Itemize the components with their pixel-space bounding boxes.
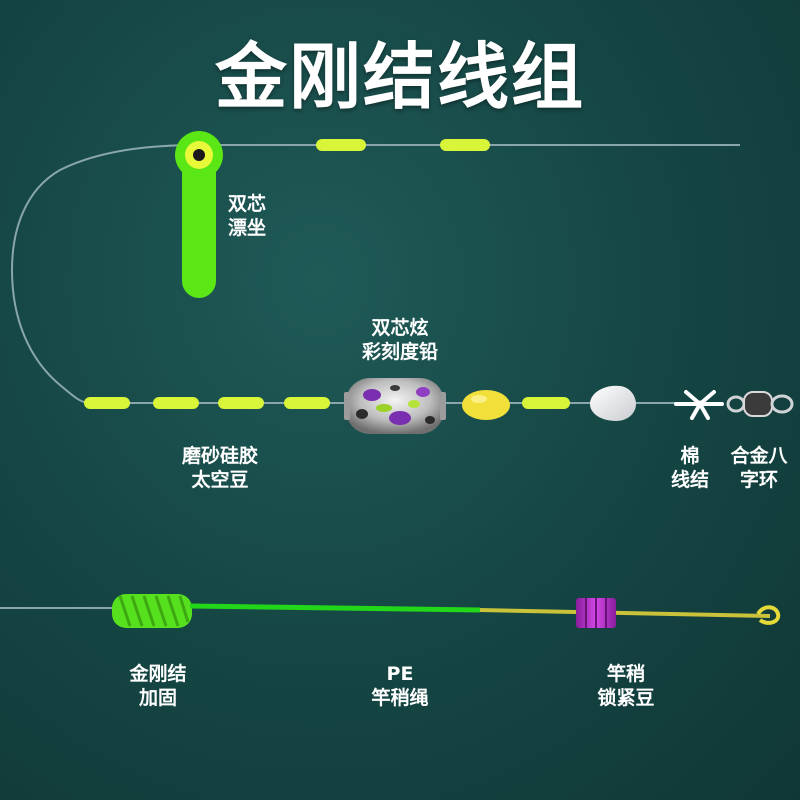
pe-rope-label-line1: PE (386, 663, 414, 685)
space-bean-label-line2: 太空豆 (191, 469, 249, 491)
lock-bean-label-line1: 竿稍 (606, 663, 645, 685)
page-title: 金刚结线组 (214, 35, 585, 119)
king-knot (112, 594, 192, 628)
swivel (726, 391, 794, 417)
space-bean (284, 397, 330, 409)
sinker (344, 378, 446, 434)
connector-clip (674, 390, 724, 420)
float-seat-label-line2: 漂坐 (228, 217, 267, 239)
space-bean (84, 397, 130, 409)
space-bean (153, 397, 199, 409)
float-seat-label-line1: 双芯 (228, 193, 267, 215)
lock-bean-label-line2: 锁紧豆 (597, 687, 655, 709)
float-bead (316, 139, 366, 151)
cotton-knot-label-line1: 棉 (680, 445, 700, 467)
float-seat-label: 双芯 漂坐 (228, 192, 266, 240)
cotton-knot-label: 棉 线结 (660, 444, 720, 492)
cotton-knot-label-line2: 线结 (670, 469, 709, 491)
lock-bean (576, 598, 616, 628)
swivel-label: 合金八 字环 (722, 444, 796, 492)
swivel-label-line2: 字环 (739, 469, 778, 491)
pe-rope-label: PE 竿稍绳 (350, 662, 450, 710)
space-bean-label-line1: 磨砂硅胶 (181, 445, 258, 467)
space-bean (218, 397, 264, 409)
pe-rope-loop (756, 605, 781, 625)
space-bean (522, 397, 570, 409)
king-knot-label: 金刚结 加固 (108, 662, 208, 710)
pe-rope-yellow (479, 608, 771, 618)
king-knot-label-line2: 加固 (138, 687, 177, 709)
swivel-label-line1: 合金八 (730, 445, 788, 467)
main-line (10, 144, 740, 404)
lock-bean-label: 竿稍 锁紧豆 (576, 662, 676, 710)
pe-rope-green (189, 603, 481, 613)
pe-rope-label-line2: 竿稍绳 (371, 687, 429, 709)
sinker-label-line2: 彩刻度铅 (361, 341, 438, 363)
float-seat (175, 131, 223, 298)
sinker-label-line1: 双芯炫 (371, 317, 429, 339)
space-bean-label: 磨砂硅胶 太空豆 (165, 444, 275, 492)
sinker-label: 双芯炫 彩刻度铅 (350, 316, 450, 364)
king-knot-label-line1: 金刚结 (129, 663, 187, 685)
egg-bead (462, 390, 510, 420)
cotton-knot (590, 385, 636, 421)
float-bead (440, 139, 490, 151)
